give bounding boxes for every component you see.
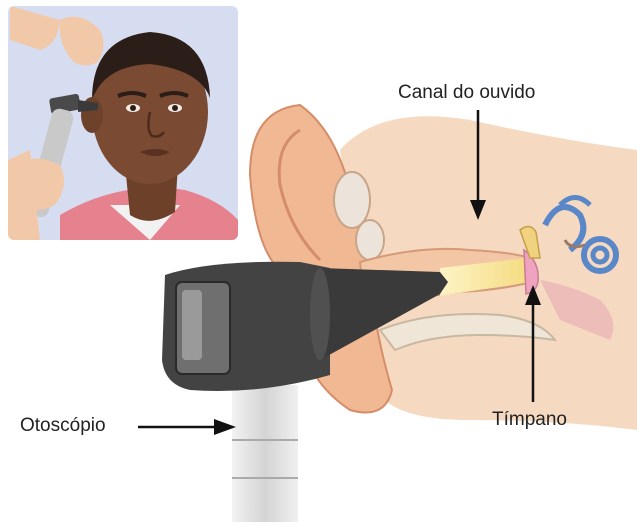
ear-canal-label: Canal do ouvido	[398, 82, 535, 104]
eardrum-label: Tímpano	[492, 409, 567, 431]
otoscope-label: Otoscópio	[20, 415, 106, 437]
otoscope-handle	[232, 385, 298, 522]
inset-portrait	[8, 6, 238, 240]
